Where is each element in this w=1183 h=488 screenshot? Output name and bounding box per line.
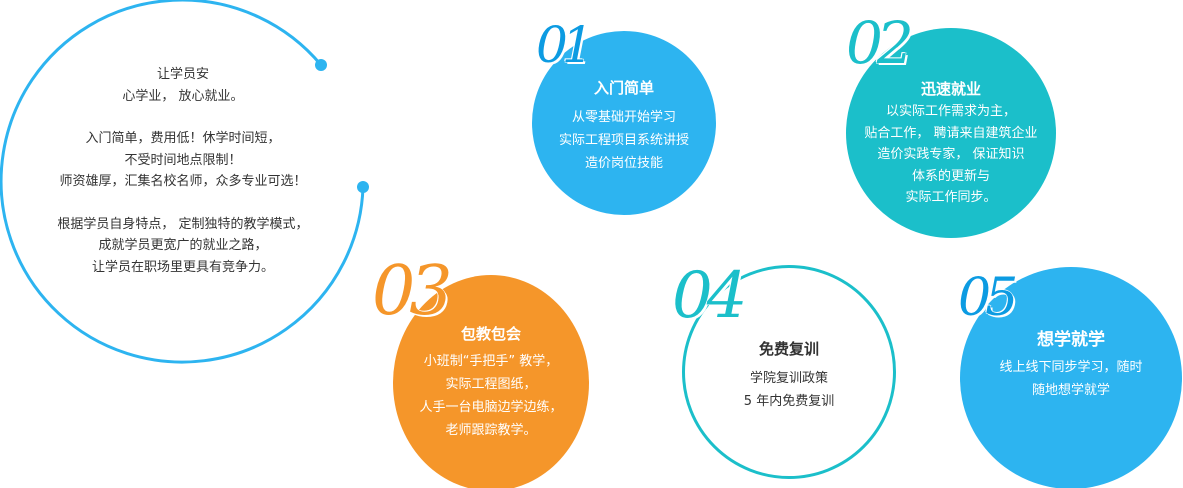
intro-arc — [0, 0, 365, 364]
intro-paragraph-2: 入门简单，费用低！休学时间短， 不受时间地点限制！ 师资雄厚，汇集名校名师，众多… — [20, 128, 346, 193]
feature-circle-2: 迅速就业 以实际工作需求为主， 贴合工作， 聘请来自建筑企业 造价实践专家， 保… — [846, 28, 1056, 238]
feature-line: 实际工程项目系统讲授 — [558, 133, 689, 148]
intro-line: 成就学员更宽广的就业之路， — [98, 238, 268, 253]
feature-number-2: 02 — [846, 9, 915, 77]
intro-line: 心学业， 放心就业。 — [122, 88, 244, 104]
intro-line: 师资雄厚，汇集名校名师，众多专业可选！ — [59, 174, 307, 189]
arc-dot-end — [357, 181, 369, 193]
feature-line: 贴合工作， 聘请来自建筑企业 — [864, 125, 1038, 141]
feature-circle-5: 想学就学 线上线下同步学习，随时 随地想学就学 — [960, 267, 1182, 488]
intro-paragraph-1: 让学员安 心学业， 放心就业。 — [20, 64, 346, 107]
feature-title: 入门简单 — [593, 79, 654, 97]
feature-number-5: 05 — [957, 268, 1018, 328]
feature-line: 老师跟踪教学。 — [445, 423, 537, 438]
feature-line: 5 年内免费复训 — [743, 394, 835, 409]
feature-line: 从零基础开始学习 — [571, 110, 676, 125]
feature-line: 实际工程图纸， — [445, 377, 537, 392]
feature-line: 造价岗位技能 — [584, 156, 663, 171]
feature-title: 包教包会 — [460, 325, 521, 343]
intro-line: 入门简单，费用低！休学时间短， — [85, 131, 281, 146]
intro-ring — [0, 0, 369, 364]
feature-line: 线上线下同步学习，随时 — [999, 360, 1143, 375]
feature-line: 造价实践专家， 保证知识 — [877, 147, 1025, 162]
intro-line: 根据学员自身特点， 定制独特的教学模式， — [57, 216, 309, 232]
feature-line: 小班制“手把手” 教学， — [423, 354, 559, 369]
feature-circle-3: 包教包会 小班制“手把手” 教学， 实际工程图纸， 人手一台电脑边学边练， 老师… — [393, 275, 589, 488]
feature-title: 免费复训 — [758, 340, 819, 358]
feature-number-3: 03 — [372, 252, 453, 331]
intro-line: 不受时间地点限制！ — [124, 152, 242, 168]
intro-line: 让学员在职场里更具有竞争力。 — [91, 259, 274, 275]
feature-title: 想学就学 — [1037, 330, 1105, 350]
feature-line: 学院复训政策 — [749, 371, 828, 386]
feature-line: 体系的更新与 — [911, 168, 990, 184]
feature-circle-4: 免费复训 学院复训政策 5 年内免费复训 — [682, 265, 896, 479]
feature-line: 随地想学就学 — [1031, 383, 1110, 398]
intro-line: 让学员安 — [156, 67, 209, 82]
intro-paragraph-3: 根据学员自身特点， 定制独特的教学模式， 成就学员更宽广的就业之路， 让学员在职… — [20, 214, 346, 279]
feature-line: 实际工作同步。 — [905, 190, 997, 205]
feature-line: 人手一台电脑边学边练， — [419, 400, 563, 415]
feature-line: 以实际工作需求为主， — [885, 104, 1016, 119]
arc-dot-start — [315, 59, 327, 71]
feature-title: 迅速就业 — [920, 80, 981, 98]
feature-number-1: 01 — [536, 16, 595, 74]
feature-number-4: 04 — [671, 259, 747, 333]
intro-text: 让学员安 心学业， 放心就业。 入门简单，费用低！休学时间短， 不受时间地点限制… — [20, 64, 346, 299]
feature-circle-1: 入门简单 从零基础开始学习 实际工程项目系统讲授 造价岗位技能 — [532, 31, 716, 215]
